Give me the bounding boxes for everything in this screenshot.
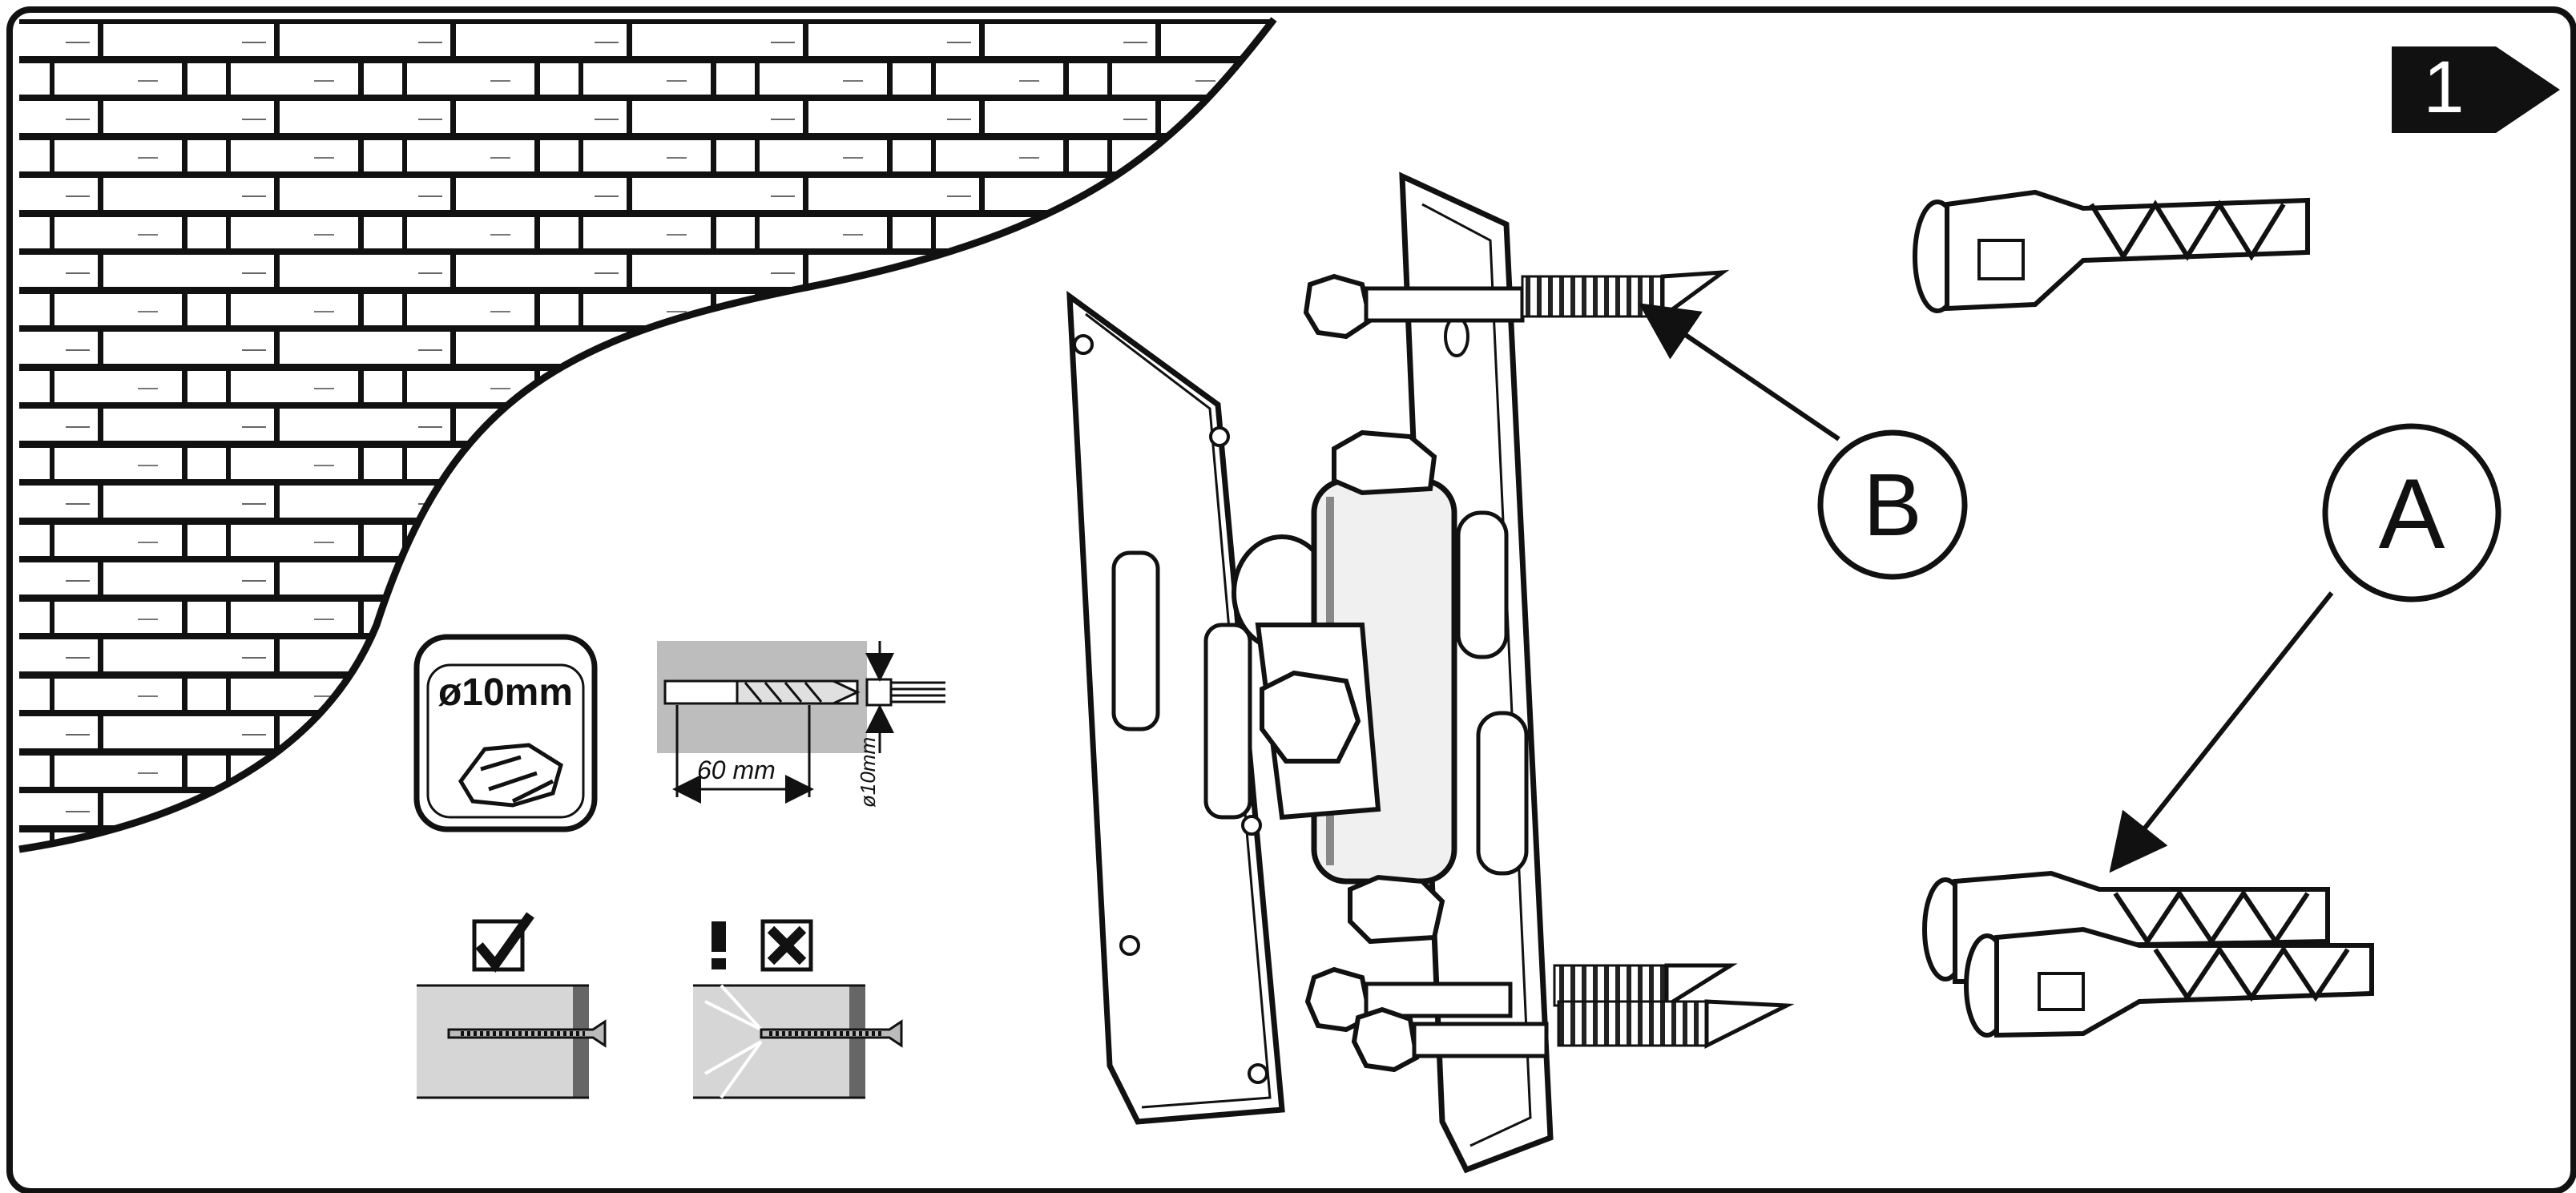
correct-installation	[417, 912, 607, 1099]
drill-depth-detail: 60 mm ø10mm	[657, 641, 945, 808]
drill-depth-label: 60 mm	[697, 756, 776, 784]
step-arrow-icon	[2496, 46, 2560, 133]
drill-diameter-label: ø10mm	[856, 737, 880, 808]
callout-a-label: A	[2379, 459, 2445, 570]
step-number: 1	[2423, 46, 2464, 128]
screw-bottom-2	[1351, 999, 1795, 1073]
hex-nut-bottom	[1348, 874, 1445, 945]
drill-bit-icon	[458, 743, 563, 808]
brick-wall	[19, 19, 1274, 849]
cross-icon	[767, 925, 807, 965]
front-plate	[1066, 290, 1285, 1125]
callout-b: B	[1639, 303, 1968, 580]
checkmark-icon	[475, 912, 534, 973]
hex-nut-top	[1332, 429, 1437, 496]
incorrect-installation	[693, 919, 903, 1099]
exclamation-icon	[712, 921, 726, 969]
drill-bit-size: ø10mm	[438, 671, 573, 714]
wall-plug-top	[1913, 189, 2310, 313]
callout-a: A	[2109, 423, 2501, 873]
wall-edge-curve	[18, 17, 1277, 853]
screw-bottom-1	[1304, 963, 1738, 1033]
wall-plug-pair	[1922, 870, 2374, 1038]
hex-nut-side	[1260, 670, 1361, 764]
drill-size-box: ø10mm	[413, 634, 598, 832]
callout-b-label: B	[1863, 456, 1921, 554]
step-badge: 1	[2392, 46, 2560, 133]
